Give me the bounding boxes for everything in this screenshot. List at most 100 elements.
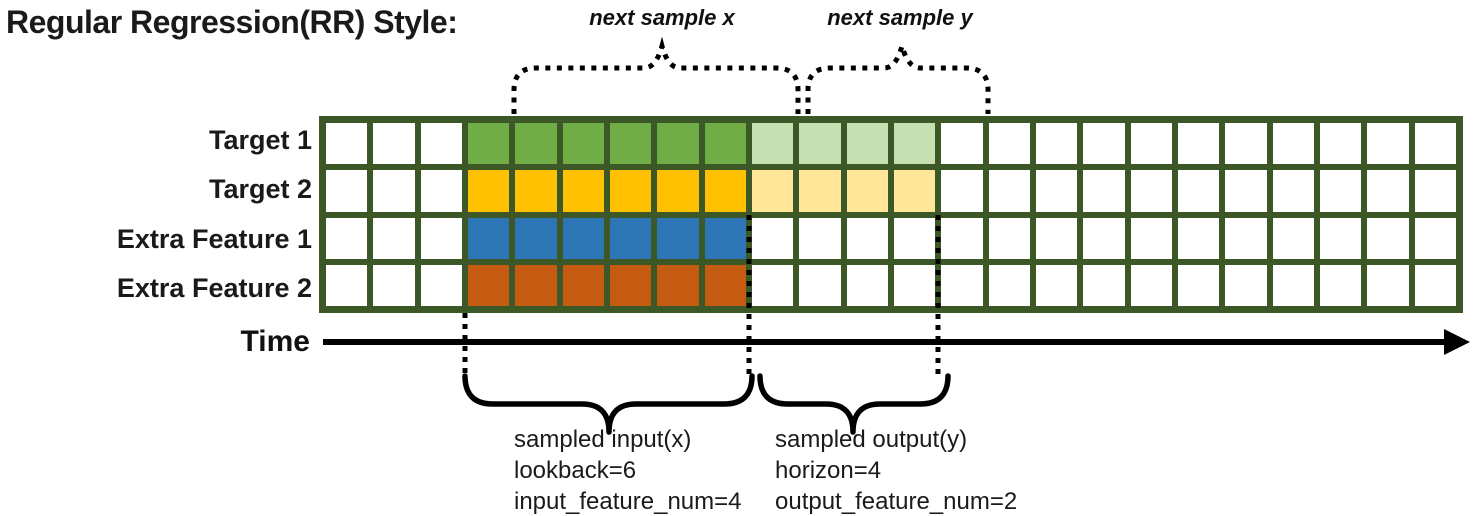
- cell-r4-c14: [941, 264, 983, 306]
- cell-r1-c10: [751, 123, 794, 165]
- cell-r4-c1: [326, 264, 368, 306]
- time-arrowhead: [1444, 329, 1470, 355]
- cell-r4-c18: [1130, 264, 1172, 306]
- cell-r1-c1: [326, 123, 368, 165]
- cell-r2-c5: [515, 170, 557, 212]
- cell-r3-c9: [704, 217, 746, 259]
- cell-r1-c14: [941, 123, 983, 165]
- cell-r1-c5: [515, 123, 557, 165]
- cell-r3-c24: [1414, 217, 1456, 259]
- cell-r3-c1: [326, 217, 368, 259]
- cell-r3-c18: [1130, 217, 1172, 259]
- cell-r2-c2: [373, 170, 415, 212]
- cell-r3-c2: [373, 217, 415, 259]
- input-feature-num-value: input_feature_num=4: [514, 488, 742, 515]
- next-sample-x-brace: [511, 36, 801, 114]
- cell-r4-c20: [1225, 264, 1267, 306]
- cell-r1-c18: [1130, 123, 1172, 165]
- cell-r2-c18: [1130, 170, 1172, 212]
- sampled-output-title: sampled output(y): [775, 426, 968, 453]
- cell-r1-c12: [846, 123, 888, 165]
- cell-r4-c17: [1083, 264, 1125, 306]
- time-axis-label: Time: [240, 325, 310, 358]
- cell-r1-c22: [1319, 123, 1362, 165]
- cell-r2-c23: [1367, 170, 1409, 212]
- cell-r4-c16: [1035, 264, 1078, 306]
- cell-r4-c12: [846, 264, 888, 306]
- cell-r3-c22: [1319, 217, 1362, 259]
- cell-r3-c16: [1035, 217, 1078, 259]
- cell-r4-c6: [562, 264, 604, 306]
- cell-r2-c11: [799, 170, 841, 212]
- cell-r1-c11: [799, 123, 841, 165]
- cell-r3-c17: [1083, 217, 1125, 259]
- cell-r1-c15: [988, 123, 1030, 165]
- row-label-4: Extra Feature 2: [116, 272, 312, 303]
- cell-r3-c8: [657, 217, 699, 259]
- page-title: Regular Regression(RR) Style:: [6, 4, 458, 40]
- cell-r4-c7: [609, 264, 652, 306]
- cell-r2-c6: [562, 170, 604, 212]
- cell-r2-c16: [1035, 170, 1078, 212]
- cell-r4-c8: [657, 264, 699, 306]
- cell-r1-c21: [1272, 123, 1314, 165]
- row-label-3: Extra Feature 1: [116, 223, 312, 254]
- cell-r1-c19: [1177, 123, 1220, 165]
- cell-r2-c17: [1083, 170, 1125, 212]
- cell-r1-c3: [420, 123, 462, 165]
- cell-r4-c2: [373, 264, 415, 306]
- cell-r1-c9: [704, 123, 746, 165]
- next-sample-y-label: next sample y: [827, 5, 973, 30]
- cell-r3-c15: [988, 217, 1030, 259]
- cell-r2-c7: [609, 170, 652, 212]
- row-label-2: Target 2: [208, 174, 312, 205]
- sampled-input-note: sampled input(x) lookback=6 input_featur…: [514, 424, 742, 516]
- cell-r2-c19: [1177, 170, 1220, 212]
- cell-r4-c19: [1177, 264, 1220, 306]
- cell-r4-c15: [988, 264, 1030, 306]
- cell-r3-c6: [562, 217, 604, 259]
- cell-r2-c13: [893, 170, 936, 212]
- cell-r3-c7: [609, 217, 652, 259]
- cell-r1-c13: [893, 123, 936, 165]
- cell-r2-c4: [467, 170, 510, 212]
- cell-r1-c20: [1225, 123, 1267, 165]
- cell-r2-c15: [988, 170, 1030, 212]
- cell-r4-c21: [1272, 264, 1314, 306]
- cell-r1-c17: [1083, 123, 1125, 165]
- grid: [319, 116, 1463, 313]
- cell-r2-c22: [1319, 170, 1362, 212]
- cell-r1-c24: [1414, 123, 1456, 165]
- cell-r1-c6: [562, 123, 604, 165]
- cell-r4-c11: [799, 264, 841, 306]
- cell-r3-c19: [1177, 217, 1220, 259]
- cell-r2-c21: [1272, 170, 1314, 212]
- row-label-1: Target 1: [208, 125, 312, 156]
- cell-r1-c4: [467, 123, 510, 165]
- cell-r3-c5: [515, 217, 557, 259]
- next-sample-y-brace: [805, 36, 991, 114]
- cell-r3-c20: [1225, 217, 1267, 259]
- cell-r4-c3: [420, 264, 462, 306]
- cell-r2-c24: [1414, 170, 1456, 212]
- cell-r2-c8: [657, 170, 699, 212]
- cell-r4-c13: [893, 264, 936, 306]
- horizon-value: horizon=4: [775, 457, 882, 484]
- cell-r1-c2: [373, 123, 415, 165]
- cell-r4-c24: [1414, 264, 1456, 306]
- cell-r1-c23: [1367, 123, 1409, 165]
- cell-r2-c20: [1225, 170, 1267, 212]
- cell-r4-c10: [751, 264, 794, 306]
- cell-r4-c23: [1367, 264, 1409, 306]
- sampled-input-title: sampled input(x): [514, 426, 692, 453]
- cell-r4-c22: [1319, 264, 1362, 306]
- cell-r2-c10: [751, 170, 794, 212]
- cell-r2-c14: [941, 170, 983, 212]
- cell-r3-c4: [467, 217, 510, 259]
- cell-r3-c10: [751, 217, 794, 259]
- cell-r1-c8: [657, 123, 699, 165]
- row-labels: Target 1 Target 2 Extra Feature 1 Extra Fea…: [0, 116, 312, 313]
- cell-r3-c13: [893, 217, 936, 259]
- cell-r3-c3: [420, 217, 462, 259]
